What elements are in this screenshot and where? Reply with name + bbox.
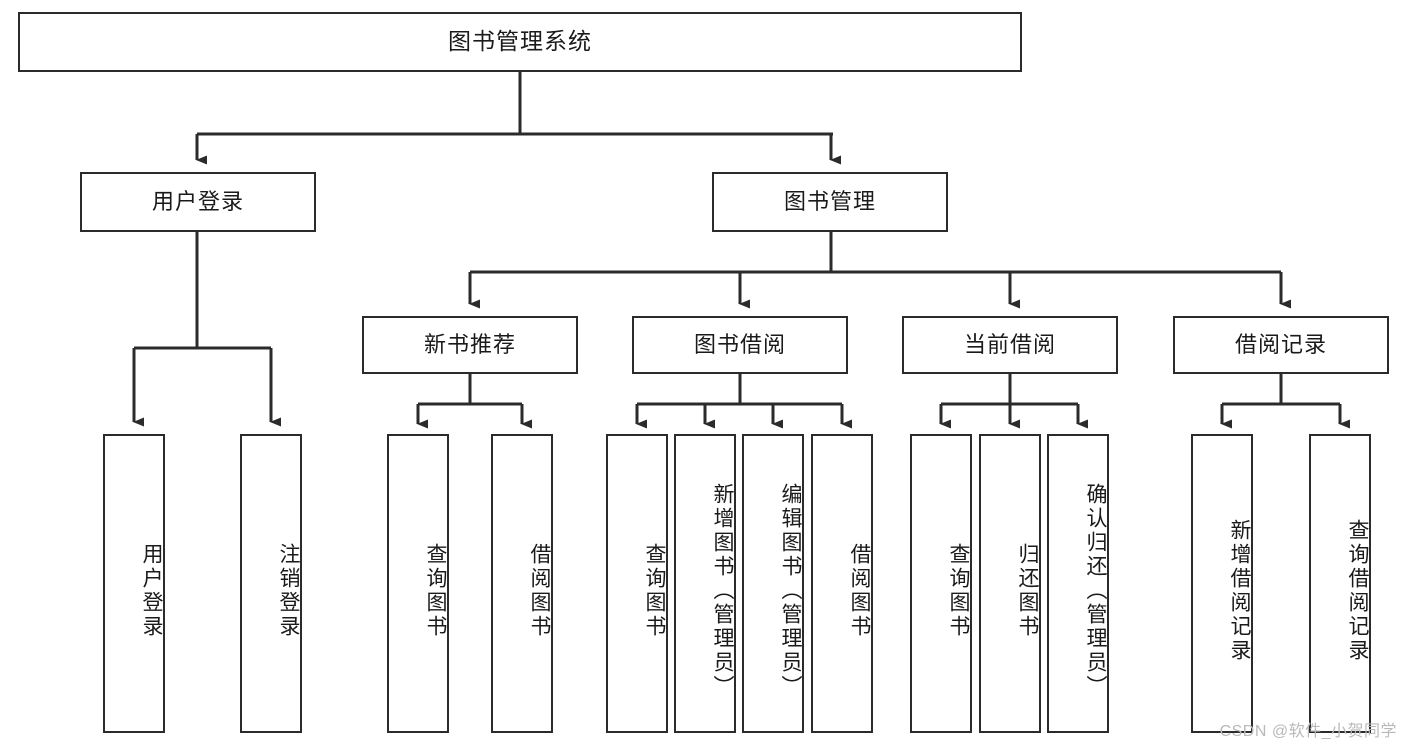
node-borrow-record[interactable]: 借阅记录 (1173, 316, 1389, 374)
node-label: 借阅记录 (1234, 331, 1327, 357)
node-label: 查询图书 (424, 542, 447, 639)
node-label: 用户登录 (140, 542, 163, 639)
leaf-confirm-return-admin[interactable]: 确认归还（管理员） (1047, 434, 1109, 733)
node-label: 新书推荐 (423, 331, 516, 357)
node-label: 用户登录 (151, 188, 244, 214)
node-label: 查询图书 (643, 542, 666, 639)
leaf-query-book-borrow[interactable]: 查询图书 (606, 434, 668, 733)
node-label: 确认归还（管理员） (1084, 482, 1107, 699)
node-label: 图书借阅 (693, 331, 786, 357)
node-label: 当前借阅 (963, 331, 1056, 357)
node-root-system[interactable]: 图书管理系统 (18, 12, 1022, 72)
node-label: 图书管理 (783, 188, 876, 214)
node-label: 查询借阅记录 (1346, 518, 1369, 663)
node-new-book-recommend[interactable]: 新书推荐 (362, 316, 578, 374)
node-label: 查询图书 (947, 542, 970, 639)
leaf-user-login[interactable]: 用户登录 (103, 434, 165, 733)
node-current-borrow[interactable]: 当前借阅 (902, 316, 1118, 374)
node-label: 借阅图书 (528, 542, 551, 639)
node-label: 注销登录 (277, 542, 300, 639)
node-book-manage[interactable]: 图书管理 (712, 172, 948, 232)
node-book-borrow[interactable]: 图书借阅 (632, 316, 848, 374)
csdn-watermark: CSDN @软件_小贺同学 (1219, 723, 1397, 740)
leaf-borrow-book[interactable]: 借阅图书 (811, 434, 873, 733)
node-label: 归还图书 (1016, 542, 1039, 639)
node-label: 图书管理系统 (448, 28, 592, 55)
leaf-add-book-admin[interactable]: 新增图书（管理员） (674, 434, 736, 733)
node-label: 新增借阅记录 (1228, 518, 1251, 663)
node-label: 新增图书（管理员） (711, 482, 734, 699)
leaf-return-book[interactable]: 归还图书 (979, 434, 1041, 733)
leaf-borrow-book-recommend[interactable]: 借阅图书 (491, 434, 553, 733)
node-user-login[interactable]: 用户登录 (80, 172, 316, 232)
leaf-logout[interactable]: 注销登录 (240, 434, 302, 733)
leaf-query-book-current[interactable]: 查询图书 (910, 434, 972, 733)
leaf-edit-book-admin[interactable]: 编辑图书（管理员） (742, 434, 804, 733)
leaf-add-borrow-record[interactable]: 新增借阅记录 (1191, 434, 1253, 733)
node-label: 借阅图书 (848, 542, 871, 639)
node-label: 编辑图书（管理员） (779, 482, 802, 699)
leaf-query-book-recommend[interactable]: 查询图书 (387, 434, 449, 733)
leaf-query-borrow-record[interactable]: 查询借阅记录 (1309, 434, 1371, 733)
